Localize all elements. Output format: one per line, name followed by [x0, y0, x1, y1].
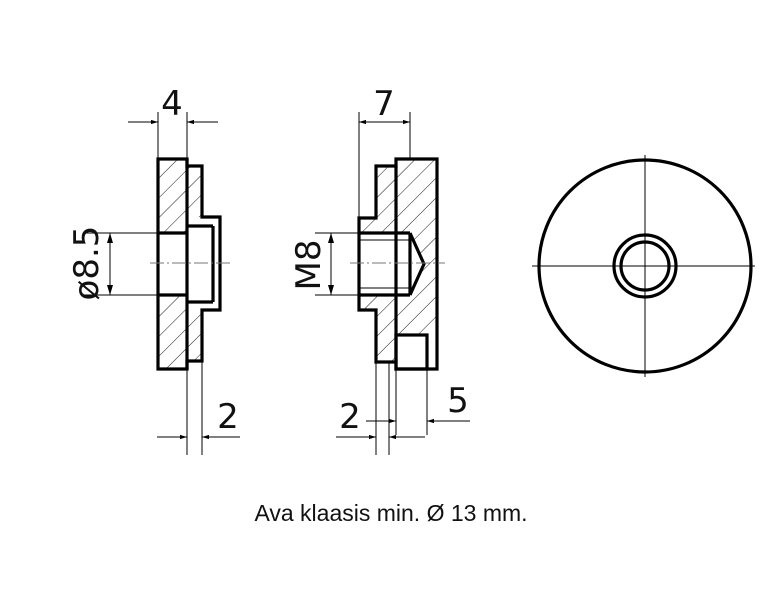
- middle-thread-dimension: M8: [289, 232, 359, 296]
- left-step-label: 2: [217, 397, 239, 437]
- middle-part-outline: [357, 157, 439, 371]
- middle-width-dimension: 7: [358, 84, 411, 218]
- caption: Ava klaasis min. Ø 13 mm.: [254, 500, 528, 526]
- left-step-dimension: 2: [157, 361, 240, 455]
- bore-inner-circle: [619, 240, 671, 292]
- left-hatch: [158, 159, 202, 369]
- middle-boss-dimension: 5: [366, 369, 470, 435]
- middle-step-dimension: 2: [336, 362, 425, 455]
- left-diameter-dimension: ø8.5: [67, 226, 158, 301]
- left-width-dimension: 4: [128, 84, 218, 159]
- middle-thread-label: M8: [289, 240, 329, 291]
- outer-circle: [537, 158, 753, 374]
- bore-outer-circle: [612, 233, 678, 299]
- left-section-view: 4 ø8.5 2: [67, 84, 240, 455]
- left-diameter-label: ø8.5: [67, 226, 107, 301]
- middle-boss-label: 5: [447, 381, 469, 421]
- middle-step-label: 2: [339, 397, 361, 437]
- front-view: [532, 155, 755, 377]
- middle-hatch: [359, 159, 437, 362]
- middle-boss: [394, 333, 429, 371]
- middle-section-view: 7 M8 2 5: [289, 84, 470, 455]
- middle-width-label: 7: [373, 84, 395, 124]
- left-width-label: 4: [161, 84, 183, 124]
